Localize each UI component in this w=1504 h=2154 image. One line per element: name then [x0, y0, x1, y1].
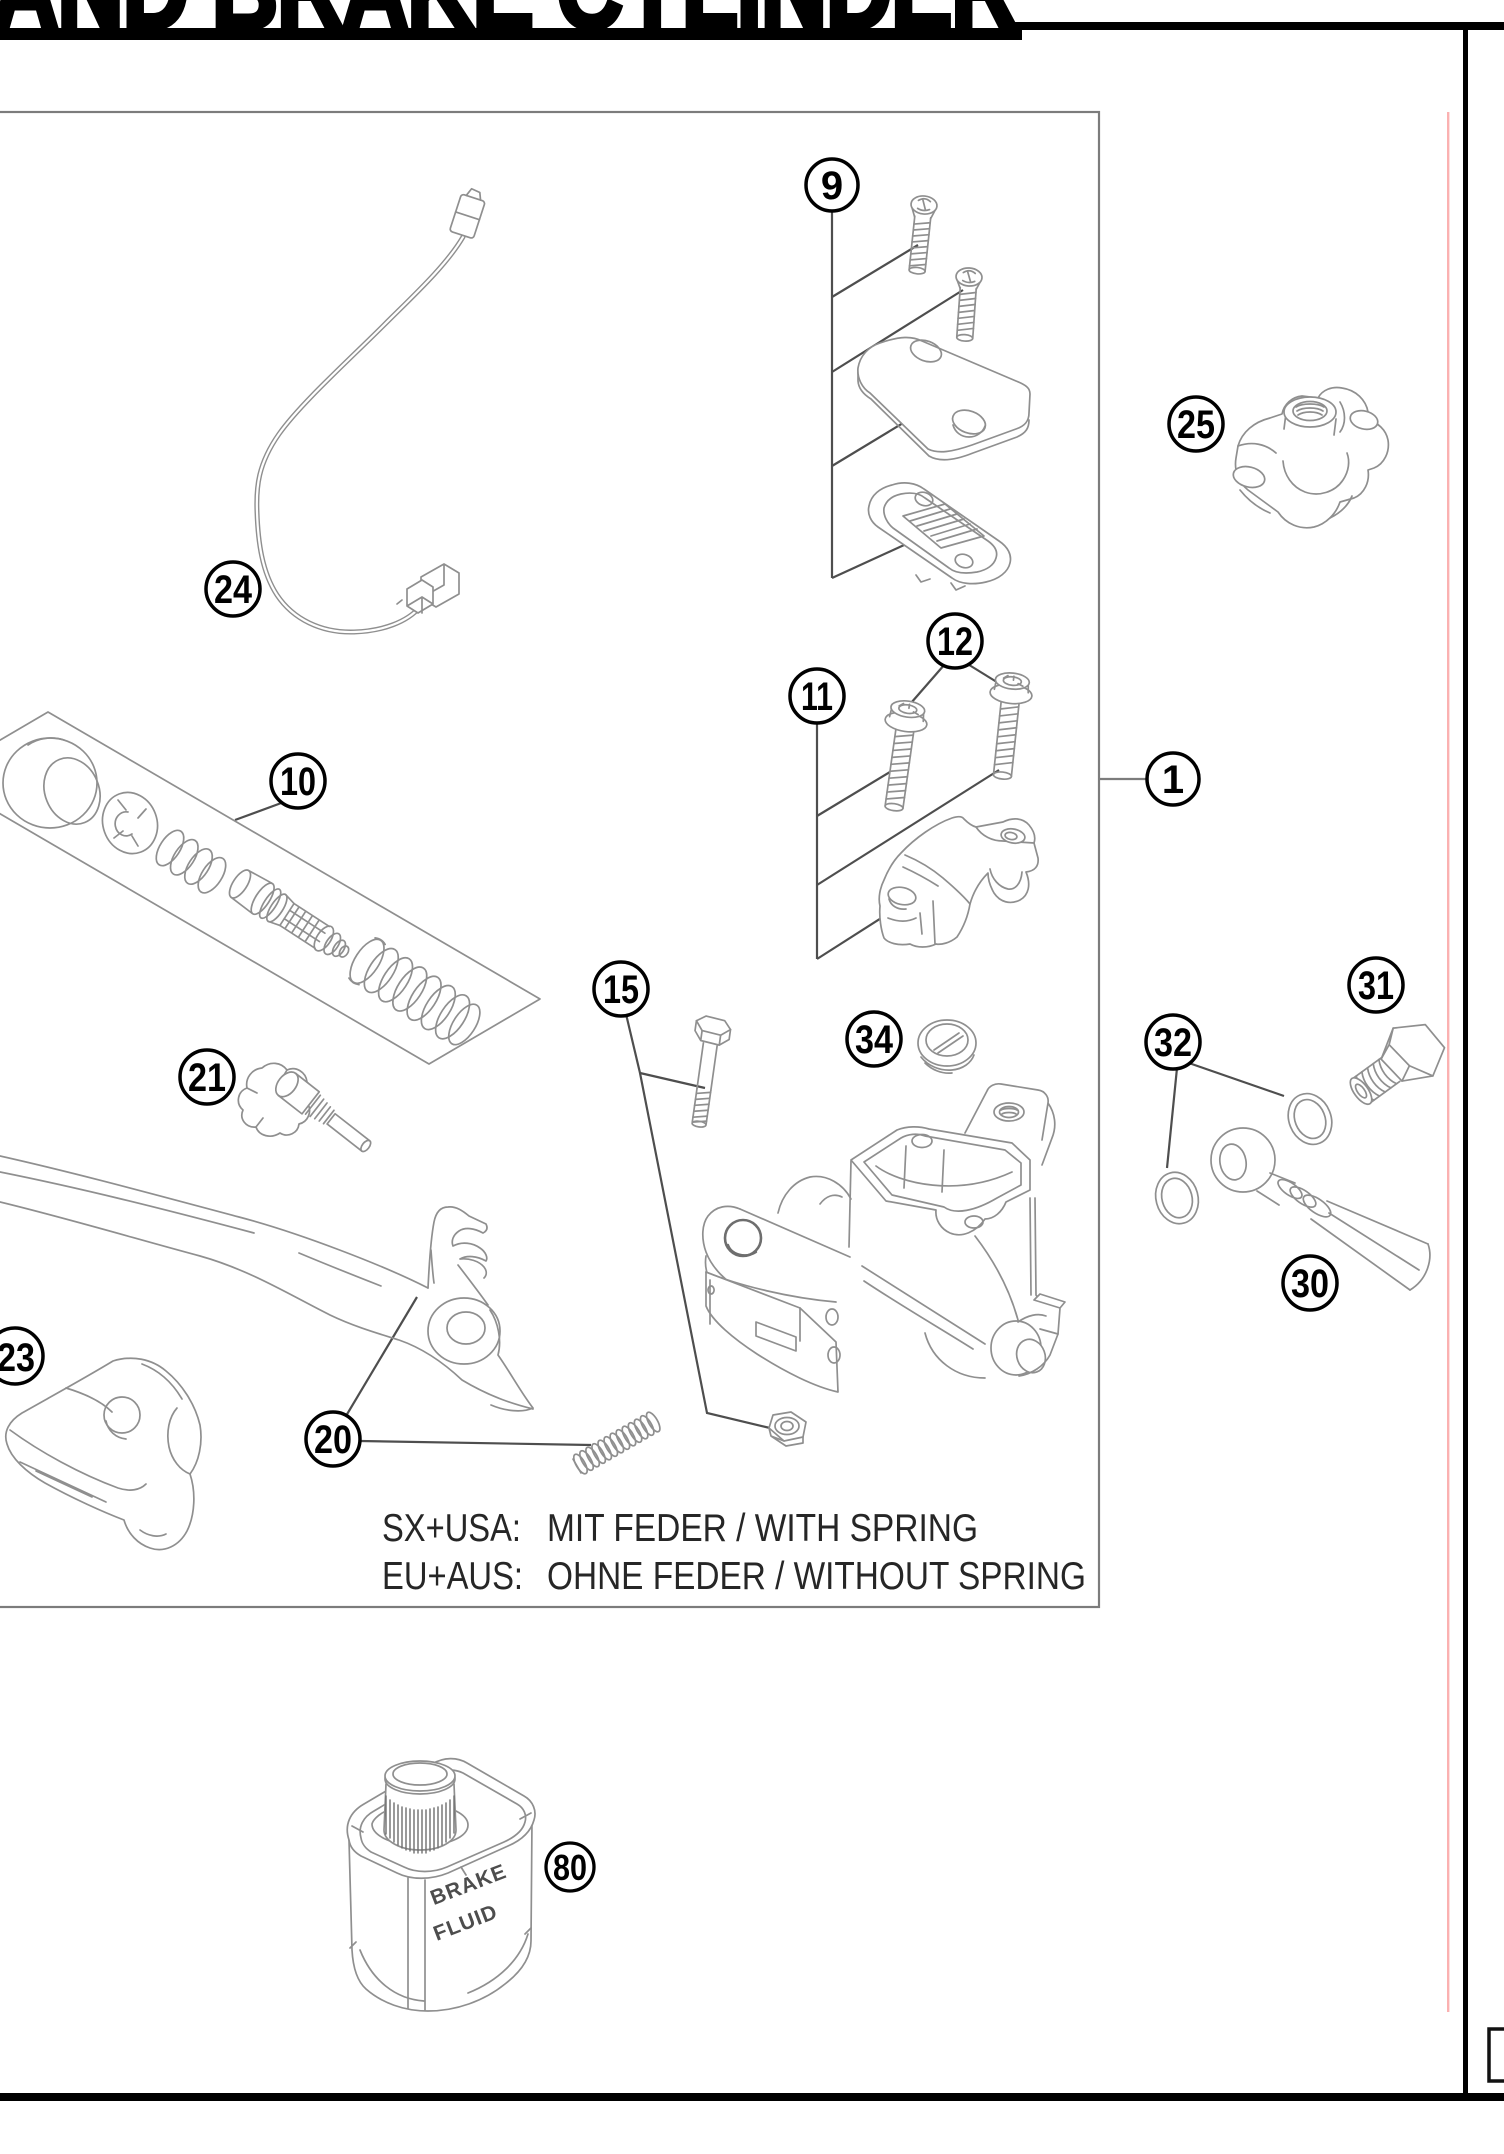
svg-text:12: 12 — [937, 620, 973, 664]
svg-text:31: 31 — [1358, 964, 1394, 1008]
svg-text:32: 32 — [1154, 1021, 1192, 1065]
svg-text:10: 10 — [280, 760, 316, 804]
svg-text:30: 30 — [1291, 1262, 1329, 1306]
svg-text:SX+USA:MIT FEDER / WITH SPRING: SX+USA:MIT FEDER / WITH SPRING — [382, 1507, 978, 1550]
svg-text:23: 23 — [0, 1336, 35, 1380]
svg-text:9: 9 — [821, 164, 843, 208]
svg-text:15: 15 — [603, 968, 639, 1012]
svg-text:80: 80 — [553, 1847, 587, 1888]
svg-text:34: 34 — [855, 1018, 894, 1062]
svg-text:25: 25 — [1177, 403, 1215, 447]
svg-text:24: 24 — [214, 568, 253, 612]
svg-text:EU+AUS:OHNE FEDER / WITHOUT SP: EU+AUS:OHNE FEDER / WITHOUT SPRING — [382, 1555, 1086, 1598]
svg-text:1: 1 — [1162, 758, 1184, 802]
svg-text:21: 21 — [188, 1056, 226, 1100]
svg-text:11: 11 — [801, 675, 833, 719]
svg-text:20: 20 — [314, 1418, 352, 1462]
svg-text:AND BRAKE CYLINDER: AND BRAKE CYLINDER — [0, 0, 1016, 52]
